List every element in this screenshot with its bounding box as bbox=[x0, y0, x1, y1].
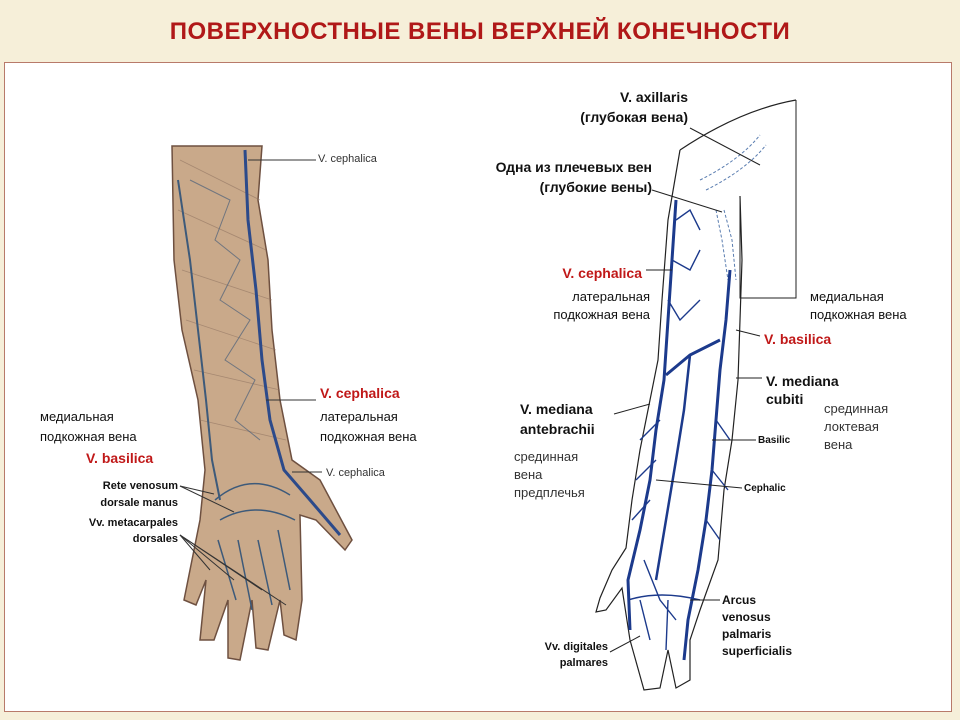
label-right-cubital-1: срединная bbox=[824, 401, 889, 416]
label-right-lateral-2: подкожная вена bbox=[553, 307, 650, 322]
label-right-mediana-ante-1: V. mediana bbox=[520, 401, 593, 417]
label-right-mediana-cubiti-1: V. mediana bbox=[766, 373, 839, 389]
label-right-arcus-3: palmaris bbox=[722, 627, 772, 641]
label-left-vv-meta-1: Vv. metacarpales bbox=[88, 517, 178, 529]
label-right-mediana-cubiti-2: cubiti bbox=[766, 391, 804, 407]
label-left-cephalica-top: V. cephalica bbox=[318, 153, 377, 165]
label-left-medial-1: медиальная bbox=[40, 409, 114, 424]
diagram-panel bbox=[4, 62, 952, 712]
left-pointer-lines bbox=[179, 159, 322, 606]
right-arm-illustration bbox=[595, 99, 797, 691]
label-left-lateral-2: подкожная вена bbox=[320, 429, 417, 444]
left-basilica-vein bbox=[177, 179, 221, 501]
right-cephalica-vein bbox=[626, 199, 678, 631]
label-right-brachial-2: (глубокие вены) bbox=[539, 179, 652, 195]
palmar-arch-vein bbox=[627, 594, 701, 601]
label-left-cephalica-hand: V. cephalica bbox=[326, 467, 385, 479]
label-right-axillaris-2: (глубокая вена) bbox=[580, 109, 688, 125]
label-left-rete-2: dorsale manus bbox=[100, 497, 178, 509]
right-mediana-cubiti-vein bbox=[665, 338, 721, 377]
left-arm-illustration bbox=[171, 145, 353, 661]
label-right-forearm-2: вена bbox=[514, 467, 543, 482]
right-mediana-antebrachii-vein bbox=[654, 354, 692, 581]
label-left-rete-1: Rete venosum bbox=[102, 480, 178, 492]
label-right-brachial-1: Одна из плечевых вен bbox=[495, 159, 652, 175]
label-left-vv-meta-2: dorsales bbox=[132, 533, 178, 545]
label-right-forearm-1: срединная bbox=[514, 449, 579, 464]
label-right-basilic-small: Basilic bbox=[758, 435, 791, 446]
label-right-arcus-1: Arcus bbox=[722, 593, 757, 607]
label-right-arcus-2: venosus bbox=[722, 610, 771, 624]
label-right-basilica: V. basilica bbox=[764, 331, 832, 347]
label-right-axillaris-1: V. axillaris bbox=[620, 89, 688, 105]
label-left-medial-2: подкожная вена bbox=[40, 429, 137, 444]
label-right-cubital-2: локтевая bbox=[824, 419, 879, 434]
label-right-digitales-1: Vv. digitales bbox=[544, 641, 608, 653]
label-left-lateral-1: латеральная bbox=[320, 409, 398, 424]
label-right-cephalica: V. cephalica bbox=[562, 265, 642, 281]
label-right-medial-1: медиальная bbox=[810, 289, 884, 304]
label-right-forearm-3: предплечья bbox=[514, 485, 585, 500]
label-right-digitales-2: palmares bbox=[559, 657, 608, 669]
page-title: ПОВЕРХНОСТНЫЕ ВЕНЫ ВЕРХНЕЙ КОНЕЧНОСТИ bbox=[169, 18, 791, 45]
left-cephalica-vein bbox=[243, 149, 342, 536]
label-right-medial-2: подкожная вена bbox=[810, 307, 907, 322]
label-right-lateral-1: латеральная bbox=[572, 289, 650, 304]
right-pointer-lines bbox=[609, 127, 762, 653]
label-left-basilica: V. basilica bbox=[86, 450, 154, 466]
label-right-arcus-4: superficialis bbox=[722, 644, 793, 658]
label-right-mediana-ante-2: antebrachii bbox=[520, 421, 595, 437]
label-left-cephalica: V. cephalica bbox=[320, 385, 400, 401]
label-right-cephalic-small: Cephalic bbox=[744, 483, 786, 494]
label-right-cubital-3: вена bbox=[824, 437, 853, 452]
